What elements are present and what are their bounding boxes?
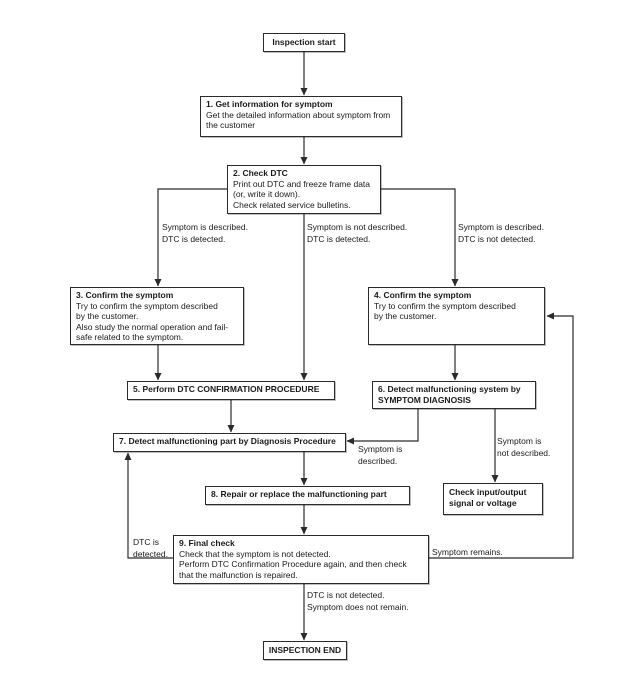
node-title: Inspection start: [272, 37, 336, 48]
node-inspection-end: INSPECTION END: [263, 641, 347, 660]
edge-label-symptom-described: Symptom is described.: [358, 444, 403, 466]
node-check-io-signal: Check input/output signal or voltage: [443, 483, 543, 515]
edge-label-dtc-detected: DTC is detected.: [133, 537, 168, 559]
node-body: Try to confirm the symptom described by …: [374, 300, 516, 322]
node-title: 3. Confirm the symptom: [76, 290, 174, 300]
node-body: Get the detailed information about sympt…: [206, 109, 391, 131]
node-title: INSPECTION END: [268, 645, 342, 656]
edge-label-symptom-not-described: Symptom is not described.: [497, 436, 551, 458]
edge-label-left-branch: Symptom is described. DTC is detected.: [162, 222, 248, 244]
edge-label-end-condition: DTC is not detected. Symptom does not re…: [307, 590, 409, 612]
node-title: 2. Check DTC: [233, 168, 288, 178]
node-step7-diagnosis-procedure: 7. Detect malfunctioning part by Diagnos…: [113, 433, 346, 452]
node-body: Print out DTC and freeze frame data (or,…: [233, 178, 371, 210]
node-title: 7. Detect malfunctioning part by Diagnos…: [119, 436, 336, 446]
node-step6-symptom-diagnosis: 6. Detect malfunctioning system by SYMPT…: [372, 381, 536, 409]
node-step1-get-information: 1. Get information for symptom Get the d…: [200, 96, 402, 137]
node-title: 8. Repair or replace the malfunctioning …: [211, 489, 387, 499]
node-step8-repair-replace: 8. Repair or replace the malfunctioning …: [205, 486, 410, 505]
node-inspection-start: Inspection start: [263, 33, 345, 52]
edge-label-mid-branch: Symptom is not described. DTC is detecte…: [307, 222, 408, 244]
node-step5-dtc-confirmation-procedure: 5. Perform DTC CONFIRMATION PROCEDURE: [127, 381, 335, 400]
node-title: 1. Get information for symptom: [206, 99, 333, 109]
node-step9-final-check: 9. Final check Check that the symptom is…: [173, 535, 429, 584]
node-body: Check that the symptom is not detected. …: [179, 548, 407, 580]
node-title: Check input/output signal or voltage: [449, 487, 527, 508]
node-step2-check-dtc: 2. Check DTC Print out DTC and freeze fr…: [227, 165, 381, 214]
edge-label-right-branch: Symptom is described. DTC is not detecte…: [458, 222, 544, 244]
node-body: Try to confirm the symptom described by …: [76, 300, 229, 343]
node-title: 9. Final check: [179, 538, 235, 548]
node-title: 5. Perform DTC CONFIRMATION PROCEDURE: [133, 384, 320, 394]
node-step4-confirm-symptom: 4. Confirm the symptom Try to confirm th…: [368, 287, 545, 345]
node-step3-confirm-symptom: 3. Confirm the symptom Try to confirm th…: [70, 287, 244, 345]
edge-label-symptom-remains: Symptom remains.: [432, 547, 503, 557]
node-title: 6. Detect malfunctioning system by SYMPT…: [378, 384, 521, 405]
node-title: 4. Confirm the symptom: [374, 290, 472, 300]
